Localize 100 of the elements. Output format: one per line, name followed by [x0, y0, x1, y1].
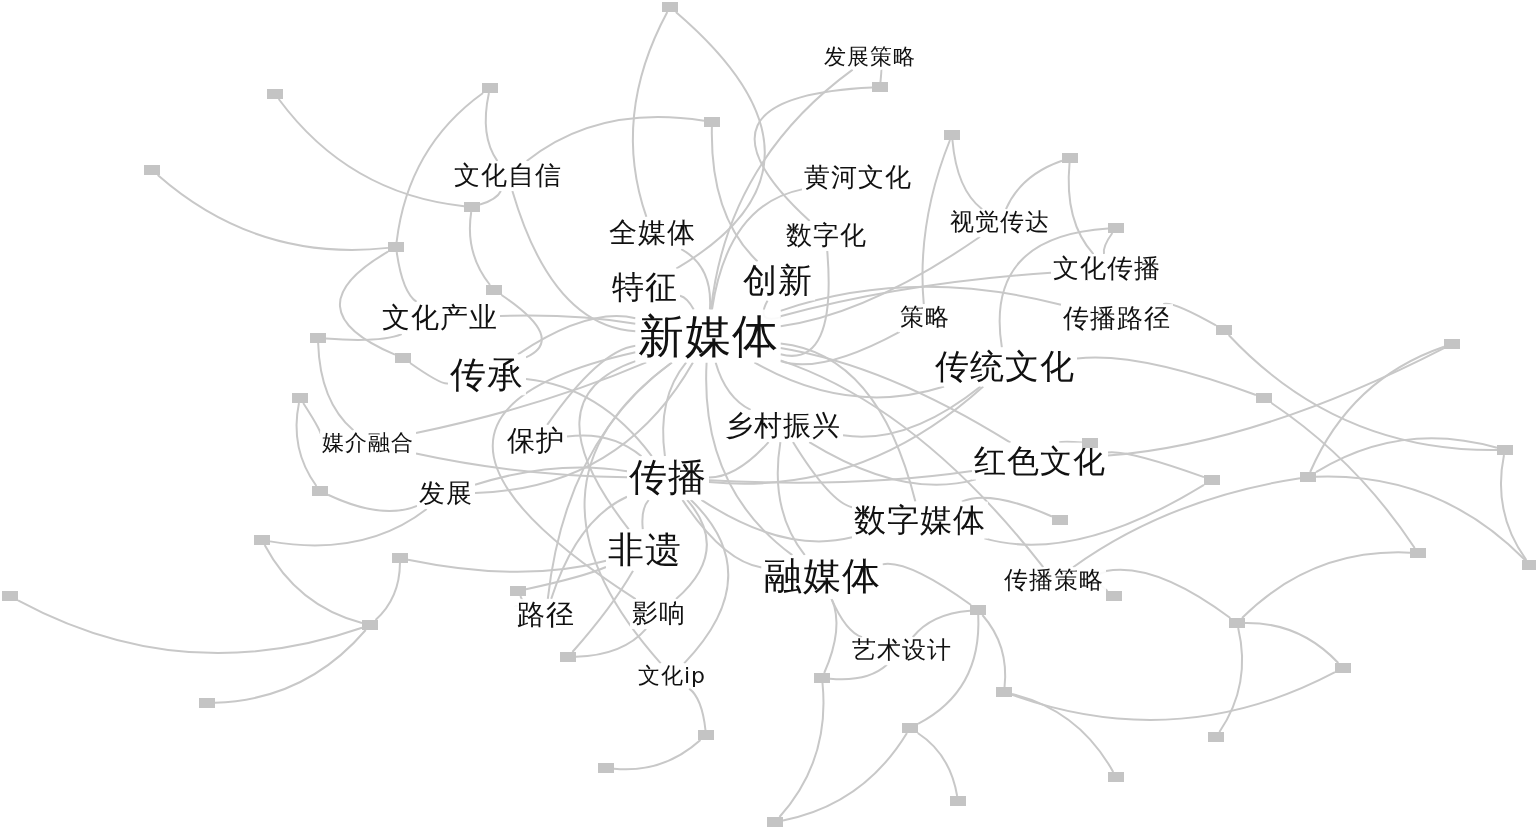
- node-square: [1082, 438, 1098, 448]
- node-square: [1497, 445, 1513, 455]
- connector-line: [779, 342, 917, 503]
- connector-line: [675, 498, 708, 601]
- connector-line: [951, 139, 984, 211]
- connector-line: [1309, 345, 1445, 473]
- connector-line: [499, 314, 637, 325]
- connector-line: [753, 86, 873, 223]
- keyword-label: 数字化: [783, 221, 869, 251]
- node-square: [698, 730, 714, 740]
- connector-line: [474, 466, 628, 486]
- connector-line: [708, 441, 770, 479]
- connector-line: [881, 562, 973, 606]
- connector-line: [681, 498, 763, 569]
- connector-line: [1227, 334, 1498, 452]
- connector-line: [1499, 454, 1528, 561]
- connector-line: [829, 663, 888, 681]
- connector-line: [1076, 356, 1257, 397]
- connector-line: [1107, 347, 1445, 457]
- connector-line: [1011, 671, 1336, 721]
- node-square: [1522, 560, 1536, 570]
- node-square: [1216, 325, 1232, 335]
- connector-line: [516, 315, 637, 356]
- connector-line: [409, 362, 449, 385]
- node-square: [1335, 663, 1351, 673]
- connector-line: [842, 385, 982, 438]
- connector-line: [1162, 302, 1217, 327]
- node-square: [292, 393, 308, 403]
- connector-line: [500, 294, 543, 359]
- connector-line: [395, 92, 485, 243]
- connector-line: [302, 402, 322, 436]
- connector-line: [1067, 162, 1095, 256]
- connector-line: [156, 174, 389, 251]
- connector-line: [705, 361, 794, 557]
- connector-line: [613, 739, 702, 771]
- connector-line: [680, 248, 712, 311]
- connector-line: [779, 249, 830, 357]
- keyword-label: 发展: [417, 479, 475, 509]
- node-square: [1229, 618, 1245, 628]
- connector-line: [808, 441, 977, 486]
- node-square: [312, 486, 328, 496]
- connector-line: [546, 344, 637, 426]
- keyword-label: 传播路径: [1061, 304, 1173, 334]
- node-square: [944, 130, 960, 140]
- connector-line: [779, 359, 1045, 569]
- node-square: [767, 817, 783, 827]
- node-square: [560, 652, 576, 662]
- connector-line: [674, 11, 766, 270]
- node-square: [1300, 472, 1316, 482]
- connector-line: [1105, 568, 1232, 619]
- connector-line: [1072, 477, 1301, 569]
- connector-line: [491, 351, 637, 601]
- connector-line: [1107, 451, 1205, 479]
- node-square: [598, 763, 614, 773]
- keyword-label: 创新: [741, 261, 815, 301]
- connector-line: [1218, 627, 1244, 733]
- keyword-label: 文化自信: [452, 161, 564, 191]
- node-square: [486, 285, 502, 295]
- connector-line: [708, 385, 985, 485]
- connector-line: [708, 469, 973, 484]
- node-square: [482, 83, 498, 93]
- connector-line: [709, 68, 854, 311]
- connector-line: [525, 378, 653, 458]
- connector-line: [263, 544, 363, 624]
- connector-line: [214, 629, 367, 704]
- node-square: [872, 82, 888, 92]
- connector-line: [571, 569, 635, 653]
- keyword-label: 数字媒体: [852, 501, 988, 539]
- connector-line: [17, 599, 363, 655]
- connector-line: [710, 188, 803, 311]
- keyword-label: 媒介融合: [320, 430, 416, 456]
- connector-line: [479, 189, 502, 206]
- connector-line: [474, 361, 694, 495]
- node-square: [1410, 548, 1426, 558]
- keyword-label: 传播策略: [1002, 567, 1106, 595]
- node-square: [662, 2, 678, 12]
- node-square: [996, 687, 1012, 697]
- connector-line: [525, 116, 705, 163]
- connector-line: [269, 507, 428, 547]
- node-square: [144, 165, 160, 175]
- node-square: [310, 333, 326, 343]
- connector-line: [1315, 437, 1498, 474]
- connector-line: [779, 271, 1052, 318]
- connector-line: [277, 98, 465, 208]
- connector-line: [631, 11, 669, 218]
- node-square: [464, 202, 480, 212]
- connector-line: [778, 682, 825, 818]
- connector-line: [525, 566, 607, 591]
- node-square: [267, 89, 283, 99]
- connector-line: [688, 687, 707, 731]
- connector-line: [779, 235, 982, 328]
- node-square: [1108, 223, 1124, 233]
- connector-line: [583, 361, 673, 665]
- connector-line: [511, 189, 637, 333]
- connector-line: [575, 627, 648, 658]
- node-square: [362, 620, 378, 630]
- connector-line: [776, 441, 806, 557]
- connector-line: [1244, 621, 1340, 664]
- keyword-label: 传统文化: [933, 347, 1077, 387]
- connector-line: [1004, 159, 1063, 211]
